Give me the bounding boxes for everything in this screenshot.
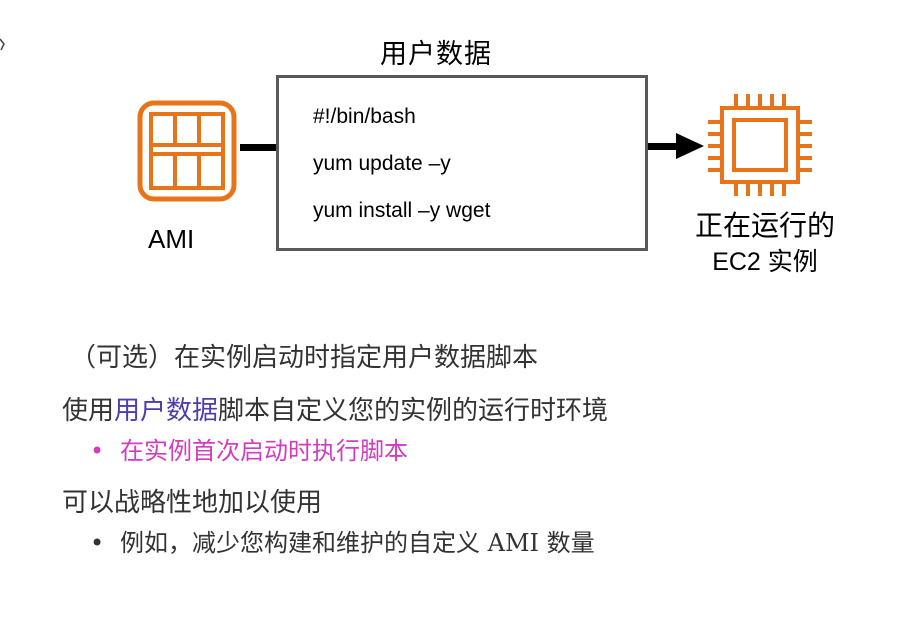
user-data-highlight: 用户数据 (114, 396, 219, 426)
ec2-running-label: 正在运行的 EC2 实例 (670, 208, 860, 280)
line2-suffix: 脚本自定义您的实例的运行时环境 (218, 396, 609, 426)
bullet-icon: • (90, 437, 105, 465)
code-line: #!/bin/bash (313, 105, 416, 128)
optional-user-data-line: （可选）在实例启动时指定用户数据脚本 (70, 343, 539, 373)
user-data-script-box: #!/bin/bash yum update –y yum install –y… (276, 75, 648, 251)
arrow-right-icon (648, 133, 704, 159)
line2-prefix: 使用 (62, 396, 115, 426)
ec2-chip-icon (708, 94, 812, 196)
ec2-label-line1: 正在运行的 (694, 210, 835, 241)
diagram-title: 用户数据 (380, 39, 492, 69)
bullet-text: 在实例首次启动时执行脚本 (120, 437, 408, 465)
ami-label: AMI (148, 224, 195, 254)
code-line: yum update –y (313, 152, 451, 175)
strategic-use-line: 可以战略性地加以使用 (62, 488, 323, 518)
bullet-text: 例如，减少您构建和维护的自定义 AMI 数量 (120, 529, 595, 557)
ec2-label-line2: EC2 实例 (712, 248, 818, 276)
connector-line (240, 144, 277, 151)
edge-mark (0, 38, 5, 51)
bullet-icon: • (90, 529, 105, 557)
bullet-example: • 例如，减少您构建和维护的自定义 AMI 数量 (90, 523, 595, 558)
bullet-first-launch: • 在实例首次启动时执行脚本 (90, 431, 408, 466)
ami-grid-icon (137, 100, 237, 202)
customize-runtime-line: 使用用户数据脚本自定义您的实例的运行时环境 (62, 390, 608, 427)
code-line: yum install –y wget (313, 199, 491, 222)
